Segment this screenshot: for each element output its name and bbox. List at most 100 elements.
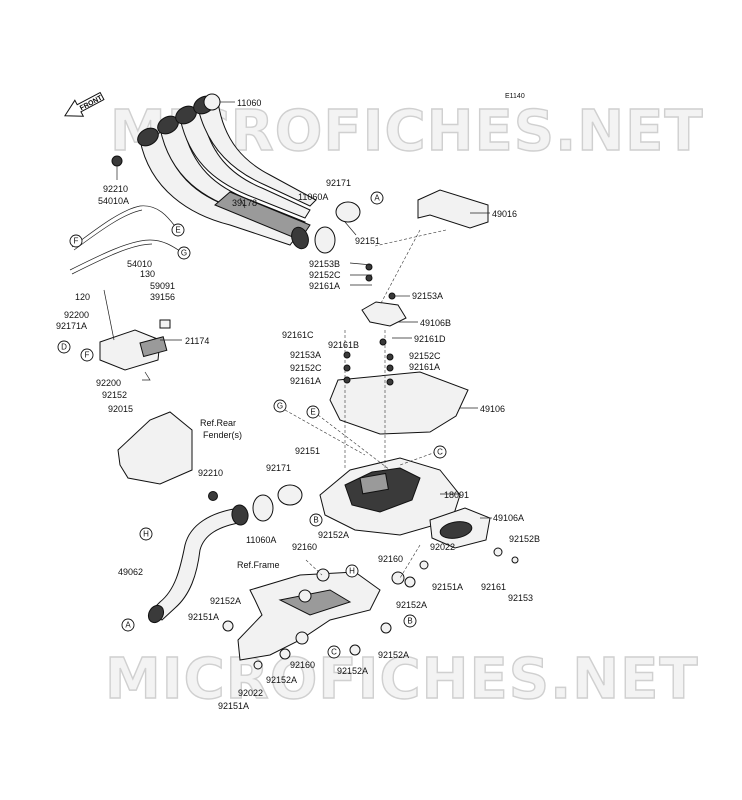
cover-49106 <box>329 371 469 435</box>
label-92152A-b: 92152A <box>396 600 427 610</box>
gasket-11060 <box>203 93 221 111</box>
label-39178: 39178 <box>232 198 257 208</box>
label-92160-c: 92160 <box>290 660 315 670</box>
label-92152A-c: 92152A <box>210 596 241 606</box>
label-92152C-c: 92152C <box>290 363 322 373</box>
label-92153B: 92153B <box>309 259 340 269</box>
label-92200-a: 92200 <box>64 310 89 320</box>
label-92160-a: 92160 <box>292 542 317 552</box>
svg-text:E: E <box>175 226 180 235</box>
cable-54010A <box>71 205 179 248</box>
label-92152B: 92152B <box>509 534 540 544</box>
svg-text:B: B <box>313 516 318 525</box>
label-92015: 92015 <box>108 404 133 414</box>
label-92160-b: 92160 <box>378 554 403 564</box>
label-49106A: 49106A <box>493 513 524 523</box>
callout-c-mid: C <box>433 445 447 459</box>
label-92152: 92152 <box>102 390 127 400</box>
label-92161B: 92161B <box>328 340 359 350</box>
label-39156: 39156 <box>150 292 175 302</box>
nut-92210-top <box>111 155 123 167</box>
svg-text:C: C <box>437 448 443 457</box>
label-92171-top: 92171 <box>326 178 351 188</box>
part-labels: 11060 92210 54010A 39178 92171 11060A 92… <box>56 98 540 711</box>
gasket-11060A-top <box>314 226 336 254</box>
label-92151-top: 92151 <box>355 236 380 246</box>
ref-rear-fender-line1: Ref.Rear <box>200 418 236 428</box>
watermark-bottom: MICROFICHES.NET <box>105 647 699 712</box>
label-92200-b: 92200 <box>96 378 121 388</box>
svg-text:A: A <box>125 621 131 630</box>
label-92161D: 92161D <box>414 334 446 344</box>
label-92153: 92153 <box>508 593 533 603</box>
end-cap-49106A <box>429 507 491 549</box>
label-18091: 18091 <box>444 490 469 500</box>
callout-c-low: C <box>327 645 341 659</box>
label-59091: 59091 <box>150 281 175 291</box>
label-92152A-f: 92152A <box>266 675 297 685</box>
svg-text:F: F <box>85 351 90 360</box>
svg-text:G: G <box>277 402 283 411</box>
leader-lines <box>116 101 492 519</box>
label-92152A-a: 92152A <box>318 530 349 540</box>
label-92152C-b: 92152C <box>409 351 441 361</box>
gasket-11060A-mid <box>252 494 274 522</box>
callout-h-mid: H <box>345 564 359 578</box>
bracket-ref-rear-fender <box>117 411 193 485</box>
muffler-18091 <box>319 457 461 536</box>
svg-text:G: G <box>181 249 187 258</box>
label-54010A: 54010A <box>98 196 129 206</box>
clamp-92171-top <box>335 201 361 223</box>
callout-markers: A E F G D F G E C H B H A B C <box>57 191 447 659</box>
label-92210-mid: 92210 <box>198 468 223 478</box>
ref-rear-fender-line2: Fender(s) <box>203 430 242 440</box>
callout-e-mid: E <box>306 405 320 419</box>
callout-f-left: F <box>80 348 94 362</box>
label-49106B: 49106B <box>420 318 451 328</box>
svg-text:H: H <box>349 567 355 576</box>
svg-text:B: B <box>407 617 412 626</box>
label-92022-b: 92022 <box>238 688 263 698</box>
cover-49106B <box>361 301 407 327</box>
label-92152C-a: 92152C <box>309 270 341 280</box>
callout-h-left: H <box>139 527 153 541</box>
label-92151-mid: 92151 <box>295 446 320 456</box>
svg-text:E: E <box>310 408 315 417</box>
label-49106: 49106 <box>480 404 505 414</box>
label-54010: 54010 <box>127 259 152 269</box>
callout-a-top: A <box>370 191 384 205</box>
label-92153A-a: 92153A <box>412 291 443 301</box>
nut-92210-mid <box>208 491 218 501</box>
label-92171-mid: 92171 <box>266 463 291 473</box>
diagram-code: E1140 <box>505 93 525 100</box>
label-49062: 49062 <box>118 567 143 577</box>
label-92171A: 92171A <box>56 321 87 331</box>
label-92161A-b: 92161A <box>409 362 440 372</box>
label-49016: 49016 <box>492 209 517 219</box>
svg-text:F: F <box>74 237 79 246</box>
exhaust-valve-actuator <box>99 289 171 381</box>
ref-frame-label: Ref.Frame <box>237 560 280 570</box>
label-11060A-mid: 11060A <box>246 535 276 545</box>
svg-text:C: C <box>331 648 337 657</box>
callout-a-low: A <box>121 618 135 632</box>
label-92161C: 92161C <box>282 330 314 340</box>
label-92022-a: 92022 <box>430 542 455 552</box>
label-92161: 92161 <box>481 582 506 592</box>
label-130: 130 <box>140 269 155 279</box>
front-arrow-icon: FRONT <box>64 91 105 117</box>
label-92210-top: 92210 <box>103 184 128 194</box>
link-pipe-49062 <box>147 504 249 624</box>
callout-g-top: G <box>177 246 191 260</box>
svg-text:D: D <box>61 343 67 352</box>
heat-shield-49016 <box>417 189 489 229</box>
label-92151A-c: 92151A <box>218 701 249 711</box>
svg-text:H: H <box>143 530 149 539</box>
cable-54010 <box>69 239 184 271</box>
label-11060A-top: 11060A <box>298 192 328 202</box>
svg-text:A: A <box>374 194 380 203</box>
label-120: 120 <box>75 292 90 302</box>
callout-d-left: D <box>57 340 71 354</box>
label-92153A-b: 92153A <box>290 350 321 360</box>
